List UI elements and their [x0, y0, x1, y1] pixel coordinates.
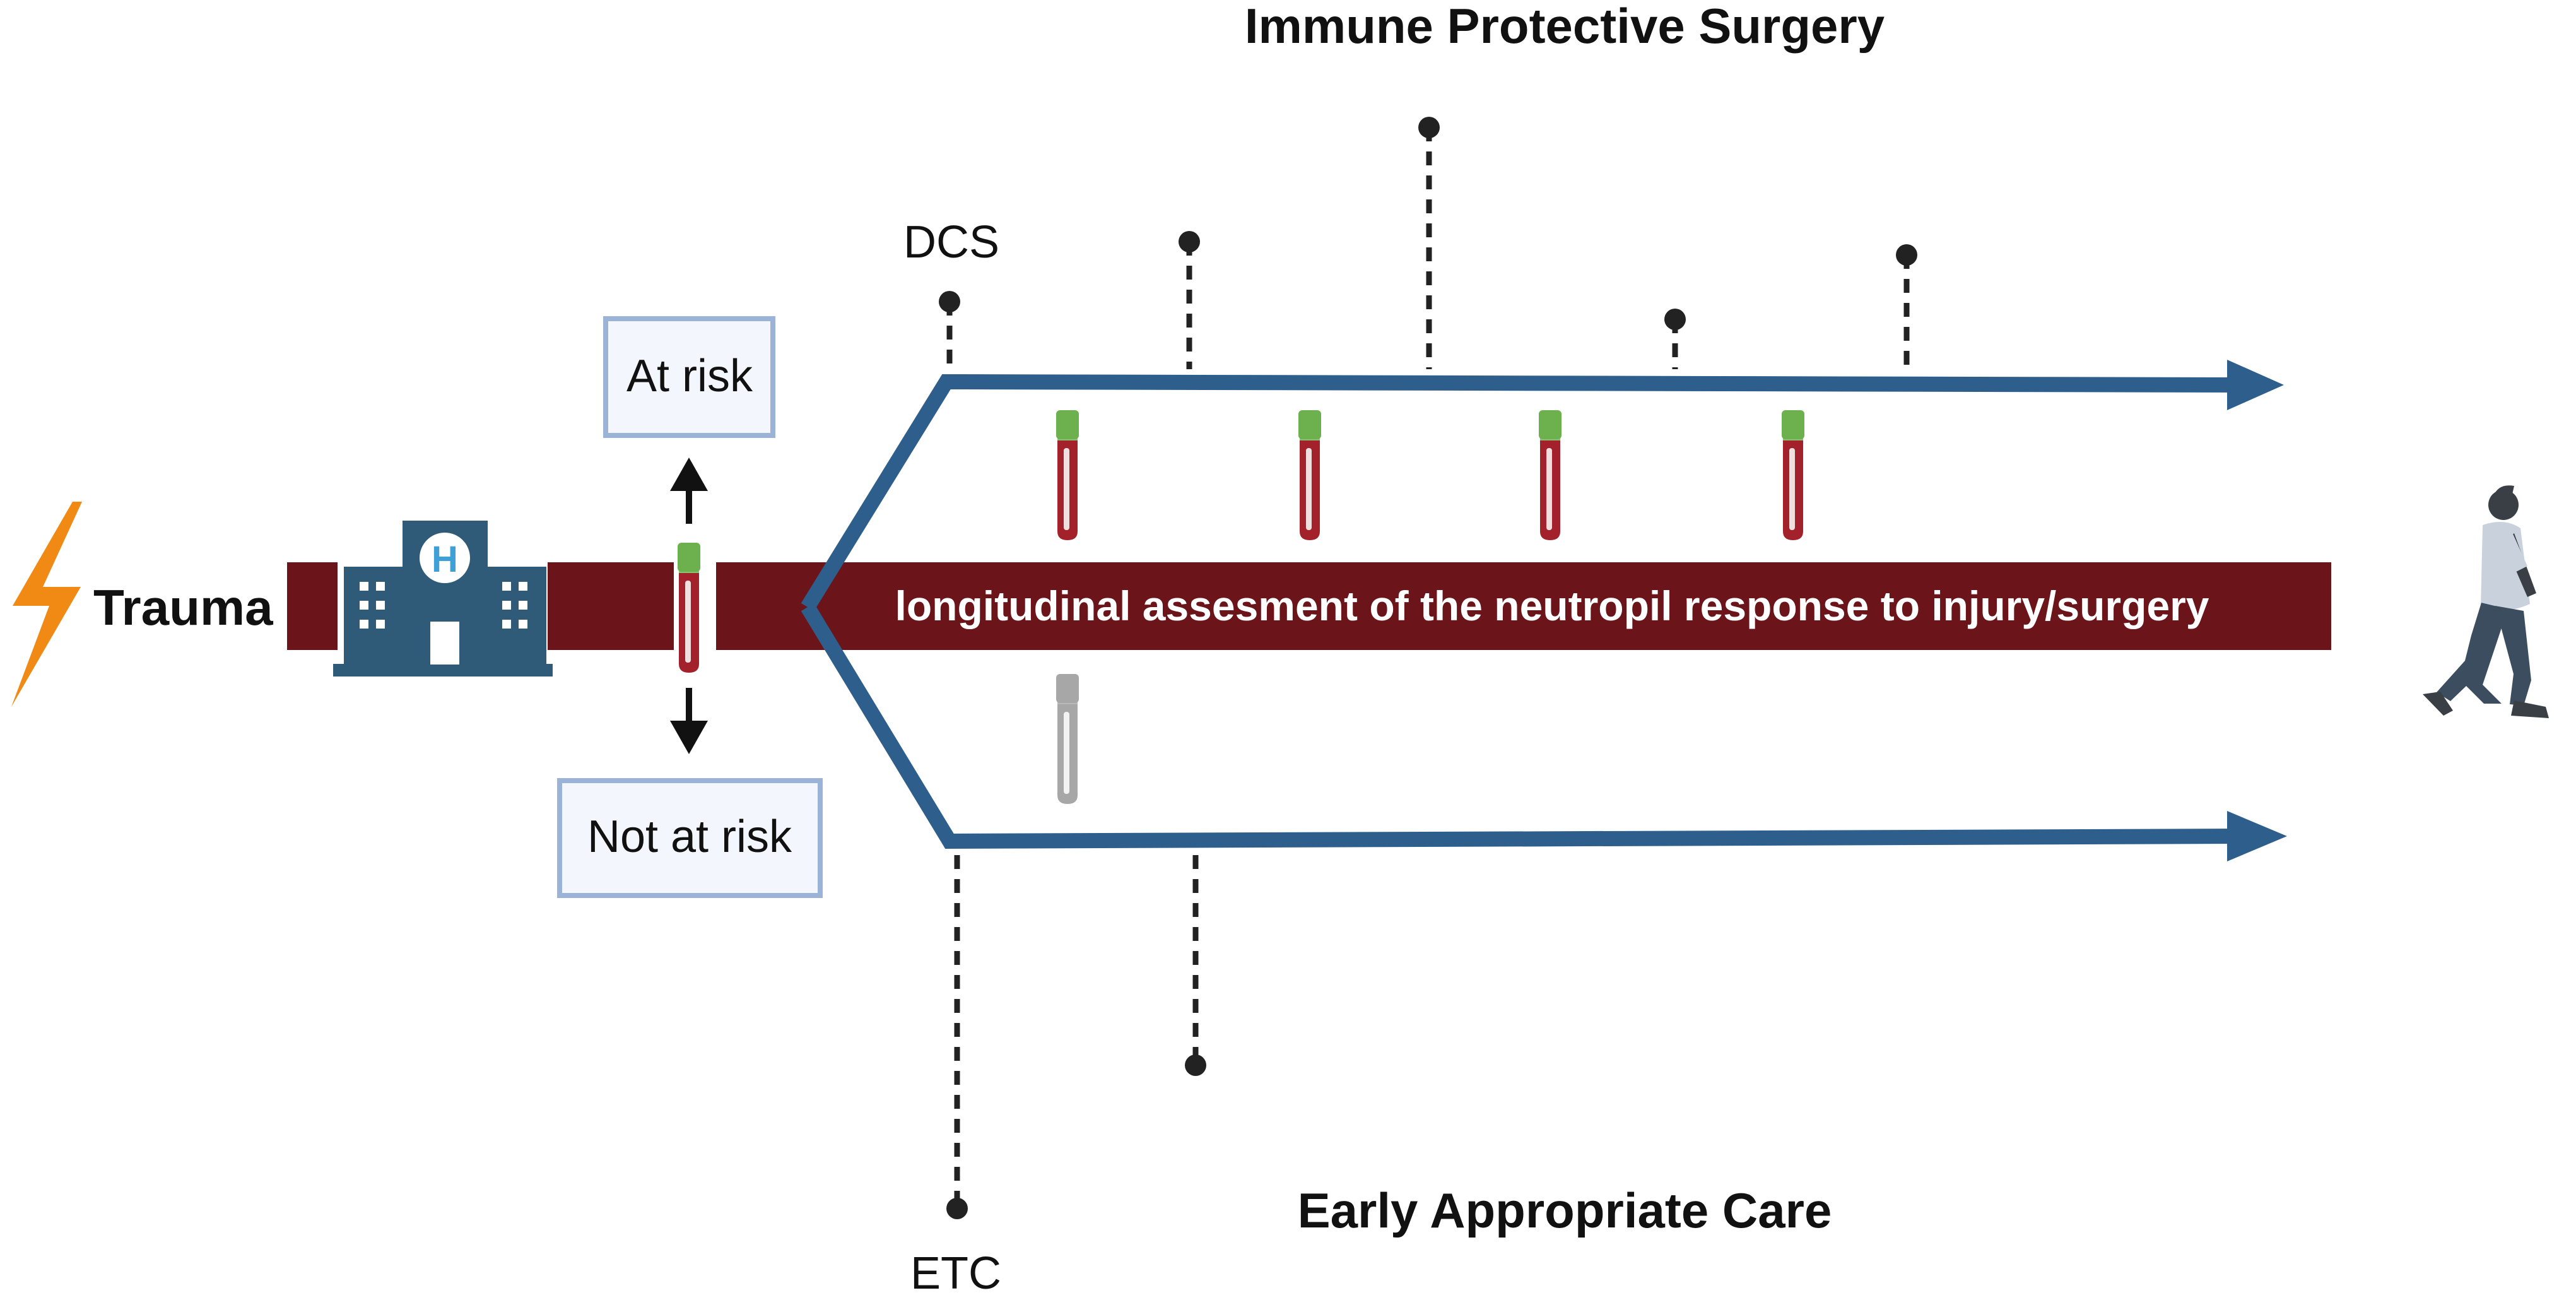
pin-upper-5	[1896, 244, 1917, 369]
hospital-icon: H	[333, 521, 553, 677]
etc-label: ETC	[910, 1248, 1001, 1299]
bar-text: longitudinal assesment of the neutropil …	[895, 582, 2209, 629]
arrow-down-icon	[670, 688, 708, 754]
at-risk-label: At risk	[626, 351, 753, 401]
upper-arrowhead	[2227, 360, 2284, 410]
pin-upper-2	[1179, 231, 1200, 369]
tube-cap	[1298, 410, 1321, 439]
blood-tube-icon	[678, 543, 700, 673]
blood-tube-icon	[1298, 410, 1321, 540]
pin-upper-4	[1664, 309, 1686, 369]
title-bottom: Early Appropriate Care	[1298, 1183, 1832, 1238]
blood-tube-icon	[1056, 410, 1079, 540]
arrow-up-icon	[670, 458, 708, 524]
blood-tube-icon	[1539, 410, 1561, 540]
trauma-label: Trauma	[93, 579, 273, 635]
walking-person-icon	[2423, 485, 2549, 718]
bar-segment-left	[287, 562, 338, 650]
pin-etc	[946, 855, 968, 1219]
blood-tube-icon	[1782, 410, 1804, 540]
main-bar	[287, 562, 2331, 650]
pin-group	[939, 117, 1917, 1219]
not-at-risk-label: Not at risk	[587, 812, 792, 862]
tube-cap	[1056, 674, 1079, 703]
not-at-risk-box: Not at risk	[557, 778, 823, 898]
dcs-label: DCS	[903, 217, 999, 268]
tube-cap	[1056, 410, 1079, 439]
bar-segment-main	[716, 562, 2331, 650]
branch-arrows	[801, 360, 2287, 861]
bar-segment-middle	[548, 562, 674, 650]
pin-upper-3	[1418, 117, 1440, 369]
pin-lower-2	[1185, 855, 1206, 1076]
tube-cap	[678, 543, 700, 572]
title-top: Immune Protective Surgery	[1245, 0, 1885, 54]
lower-branch-arrow	[801, 603, 2237, 849]
at-risk-box: At risk	[603, 316, 775, 438]
lower-arrowhead	[2227, 811, 2287, 861]
upper-branch-arrow	[801, 374, 2237, 612]
tube-cap	[1539, 410, 1561, 439]
svg-text:H: H	[432, 539, 458, 580]
grey-tube-icon	[1056, 674, 1079, 804]
lightning-icon	[11, 502, 82, 707]
tube-cap	[1782, 410, 1804, 439]
pin-dcs	[939, 291, 960, 369]
